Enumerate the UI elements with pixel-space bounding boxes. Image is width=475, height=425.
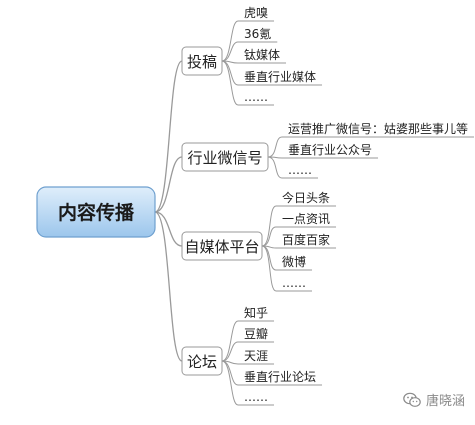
leaf-connector: [261, 226, 277, 247]
leaf-item: 虎嗅: [244, 6, 268, 20]
root-node: 内容传播: [36, 186, 156, 238]
leaf-connector: [221, 360, 239, 406]
leaf-connector: [221, 60, 239, 106]
leaf-item: ……: [282, 276, 306, 290]
root-branch-connector: [154, 211, 183, 362]
leaf-item: 钛媒体: [244, 47, 280, 62]
leaf-item: 垂直行业媒体: [244, 70, 316, 84]
leaf-item: 微博: [282, 254, 306, 269]
leaf-item: 知乎: [244, 306, 268, 320]
watermark: 唐晓涵: [403, 390, 465, 409]
wechat-icon: [403, 392, 421, 407]
connector-lines: [154, 20, 283, 406]
branch-label-wechat-accounts: 行业微信号: [187, 149, 262, 167]
leaf-connector: [221, 320, 239, 362]
branch-label-self-media: 自媒体平台: [184, 238, 259, 256]
leaf-item: 天涯: [244, 349, 268, 363]
branch-label-forum: 论坛: [187, 353, 217, 371]
leaf-item: 百度百家: [282, 232, 330, 247]
root-branch-connector: [154, 211, 183, 247]
leaf-item: ……: [244, 90, 268, 104]
leaf-item: 今日头条: [282, 190, 330, 205]
watermark-text: 唐晓涵: [425, 394, 465, 409]
root-branch-connector: [154, 156, 183, 213]
leaf-connector: [221, 41, 239, 62]
leaf-item: ……: [288, 163, 312, 177]
leaf-connector: [261, 245, 277, 292]
branch-label-tougao: 投稿: [187, 53, 217, 71]
leaf-item: 运营推广微信号：姑婆那些事儿等: [288, 122, 468, 136]
leaf-item: 垂直行业公众号: [288, 143, 372, 157]
leaf-item: 垂直行业论坛: [244, 370, 316, 384]
leaf-item: 豆瓣: [244, 327, 268, 341]
leaf-connector: [221, 20, 239, 62]
leaf-connector: [267, 136, 283, 158]
root-branch-connector: [154, 60, 183, 213]
leaf-item: ……: [244, 390, 268, 404]
root-label: 内容传播: [58, 201, 135, 224]
leaf-item: 36氪: [244, 26, 271, 41]
leaf-connector: [221, 341, 239, 362]
leaf-connector: [261, 205, 277, 247]
leaf-item: 一点资讯: [282, 212, 330, 226]
leaf-connector: [267, 156, 283, 179]
